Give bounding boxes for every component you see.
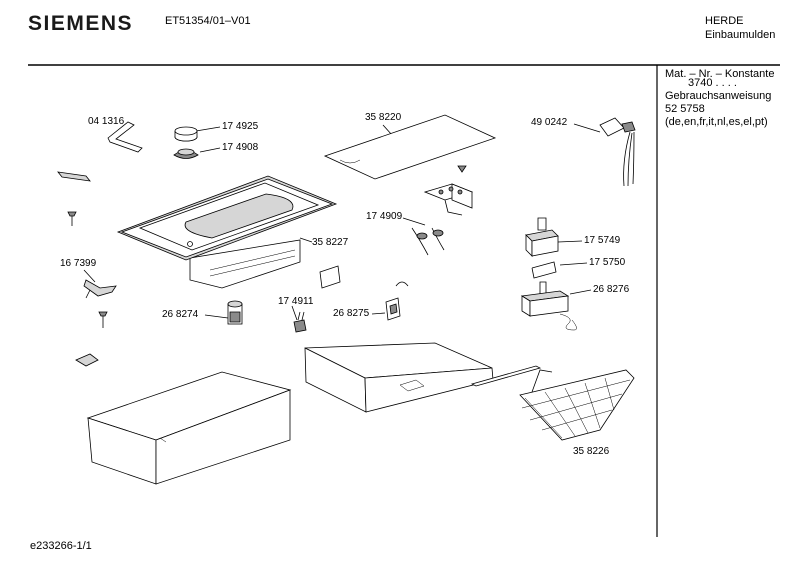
terminal-connector <box>227 300 243 325</box>
part-label: 17 5749 <box>584 235 621 246</box>
material-number-value: 3740 . . . . <box>688 77 737 89</box>
base-trough <box>86 371 292 485</box>
cover-plate <box>323 114 497 180</box>
screw <box>98 311 108 328</box>
drawing-id: e233266-1/1 <box>30 540 92 552</box>
brand-logo: SIEMENS <box>28 12 134 35</box>
angle-bracket <box>107 121 143 153</box>
part-label: 17 4911 <box>278 296 314 307</box>
manual-languages: (de,en,fr,it,nl,es,el,pt) <box>665 116 768 128</box>
housing-box <box>304 342 494 413</box>
frying-basket <box>519 369 635 441</box>
part-label: 17 5750 <box>589 257 626 268</box>
part-label: 26 8276 <box>593 284 630 295</box>
part-label: 35 8220 <box>365 112 402 123</box>
part-label: 04 1316 <box>88 116 125 127</box>
category-subtitle: Einbaumulden <box>705 29 776 41</box>
terminal-block <box>385 281 409 321</box>
part-label: 35 8227 <box>312 237 349 248</box>
power-cord <box>599 117 636 187</box>
manual-title: Gebrauchsanweisung <box>665 90 772 102</box>
drip-strip <box>470 365 542 387</box>
small-bar <box>57 171 91 182</box>
model-number: ET51354/01–V01 <box>165 15 251 27</box>
cooktop-tray <box>116 175 338 289</box>
category-title: HERDE <box>705 15 744 27</box>
small-clip <box>75 353 99 367</box>
control-knob <box>173 148 199 159</box>
leader-lines <box>83 123 601 321</box>
part-label: 26 8274 <box>162 309 199 320</box>
manual-number: 52 5758 <box>665 103 705 115</box>
part-label: 17 4909 <box>366 211 403 222</box>
part-label: 26 8275 <box>333 308 370 319</box>
terminal-bracket <box>319 265 341 289</box>
part-label: 35 8226 <box>573 446 610 457</box>
retaining-clip <box>531 261 557 279</box>
part-label: 17 4908 <box>222 142 259 153</box>
small-screw <box>457 165 467 173</box>
part-label: 49 0242 <box>531 117 568 128</box>
control-thermostat <box>520 281 577 331</box>
thermostat <box>525 217 559 257</box>
material-number-label: Mat. – Nr. – Konstante <box>665 68 775 80</box>
part-label: 16 7399 <box>60 258 97 269</box>
heating-element-wires <box>411 227 445 256</box>
knob-cap <box>174 126 198 142</box>
mounting-bracket <box>423 183 474 216</box>
spring-clip <box>83 279 117 299</box>
part-label: 17 4925 <box>222 121 259 132</box>
mounting-screw <box>67 211 77 226</box>
indicator-lamp <box>293 311 307 333</box>
